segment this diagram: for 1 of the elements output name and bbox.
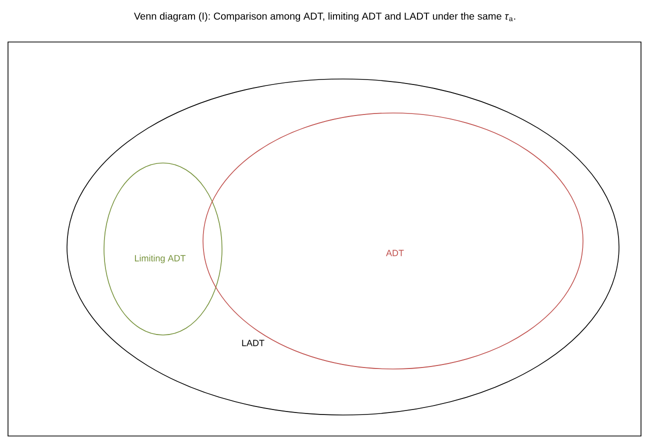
title: Venn diagram (I): Comparison among ADT, limiting ADT and LADT under the same τ$_{a}$.	[134, 12, 516, 22]
